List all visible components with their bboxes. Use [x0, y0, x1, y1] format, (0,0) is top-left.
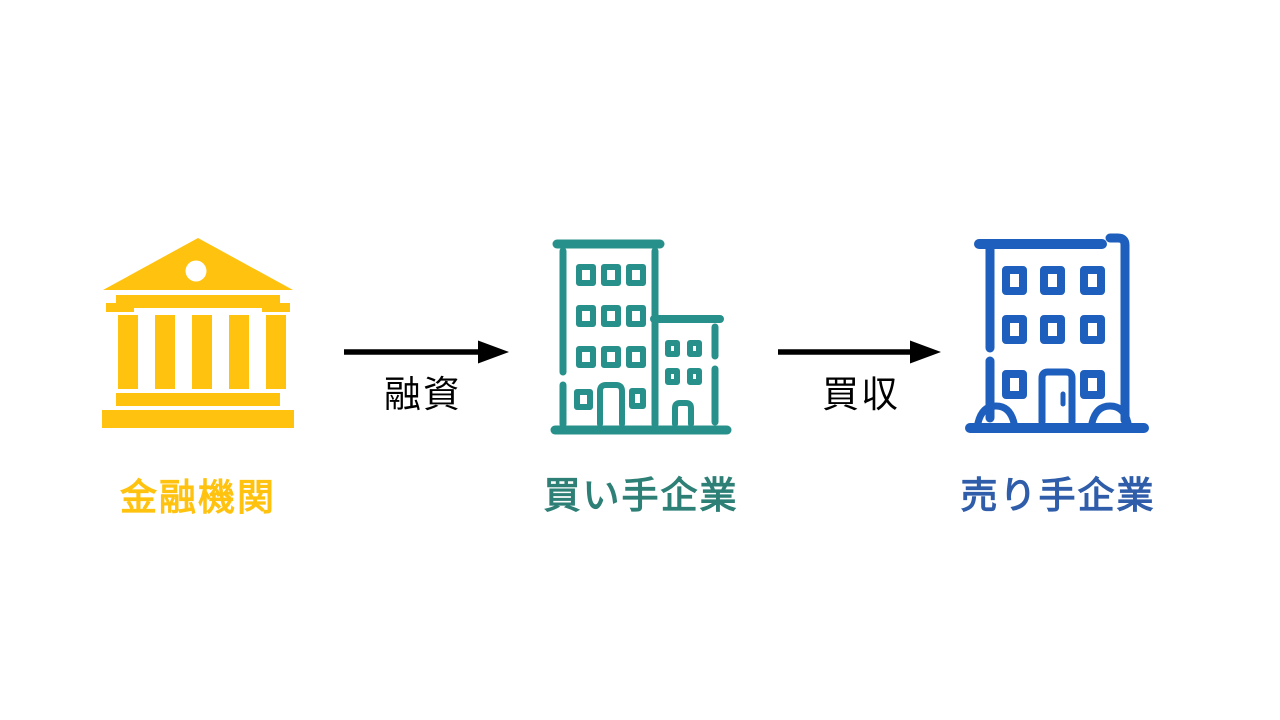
financing-arrow: [344, 340, 509, 364]
acquisition-arrow: [778, 340, 941, 364]
acquisition-arrow-label: 買収: [822, 374, 900, 415]
acquisition-arrow-head: [910, 340, 941, 364]
bank-icon: [102, 238, 294, 428]
node-label-buyer-company: 買い手企業: [543, 475, 739, 516]
bank-pediment-window: [185, 260, 207, 282]
financing-arrow-head: [478, 340, 509, 364]
node-label-seller-company: 売り手企業: [960, 475, 1156, 516]
office-buildings-icon: [550, 239, 732, 435]
financing-arrow-label: 融資: [384, 374, 462, 415]
node-label-financial-institution: 金融機関: [120, 477, 276, 518]
apartment-building-icon: [965, 233, 1149, 433]
